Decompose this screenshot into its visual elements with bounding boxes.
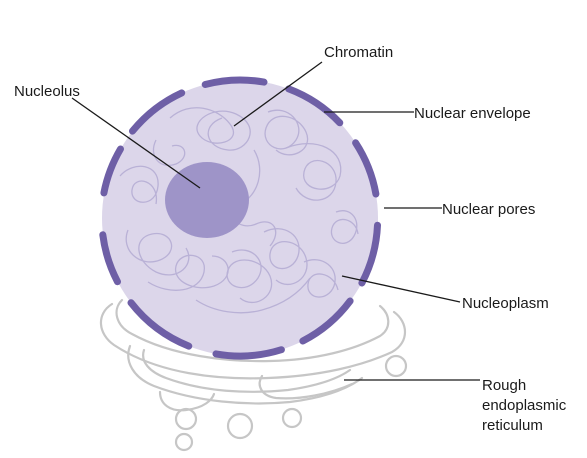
er-vesicle bbox=[174, 432, 194, 452]
nucleolus-leader bbox=[71, 97, 201, 189]
chromatin-strand bbox=[195, 277, 311, 314]
nuclear-envelope bbox=[99, 76, 381, 360]
nucleoplasm-leader bbox=[341, 275, 461, 303]
chromatin-strand bbox=[285, 143, 342, 201]
chromatin-strand bbox=[303, 259, 339, 298]
chromatin-strands bbox=[119, 107, 359, 314]
er-cisterna bbox=[258, 374, 354, 400]
rough-er-label-line3: reticulum bbox=[482, 417, 543, 434]
envelope-segment bbox=[352, 139, 380, 198]
envelope-segment bbox=[100, 145, 124, 197]
chromatin-strand bbox=[169, 107, 251, 151]
chromatin-strand bbox=[263, 228, 308, 286]
envelope-segment bbox=[358, 221, 381, 287]
chromatin-strand bbox=[226, 249, 273, 304]
envelope-segment bbox=[299, 297, 354, 345]
nuclear-pores-label: Nuclear pores bbox=[442, 201, 535, 218]
nucleoplasm-label: Nucleoplasm bbox=[462, 295, 549, 312]
envelope-segment bbox=[129, 89, 186, 135]
leader-lines bbox=[71, 61, 480, 381]
chromatin-strand bbox=[125, 229, 190, 276]
envelope-segment bbox=[285, 85, 344, 127]
chromatin-strand bbox=[264, 109, 309, 156]
chromatin-label: Chromatin bbox=[324, 44, 393, 61]
chromatin-strand bbox=[119, 165, 159, 205]
er-vesicle bbox=[281, 407, 303, 429]
er-cisterna bbox=[115, 298, 390, 363]
rough-endoplasmic-reticulum bbox=[99, 298, 408, 452]
rough-er-label-line1: Rough bbox=[482, 377, 526, 394]
er-vesicle bbox=[174, 407, 198, 431]
chromatin-leader bbox=[233, 61, 323, 127]
er-vesicle bbox=[384, 354, 408, 378]
labels: Nucleolus Chromatin Nuclear envelope Nuc… bbox=[14, 44, 567, 434]
chromatin-strand bbox=[152, 139, 186, 166]
rough-er-label-line2: endoplasmic bbox=[482, 397, 567, 414]
chromatin-strand bbox=[330, 210, 359, 244]
envelope-segment bbox=[99, 231, 121, 286]
envelope-segment bbox=[127, 299, 193, 350]
er-cisterna bbox=[142, 348, 352, 393]
er-cisterna bbox=[127, 344, 364, 405]
nucleolus-label: Nucleolus bbox=[14, 83, 80, 100]
envelope-segment bbox=[201, 76, 268, 88]
er-cisterna bbox=[99, 302, 407, 380]
er-vesicle bbox=[226, 412, 254, 440]
envelope-segment bbox=[212, 346, 285, 360]
nuclear-envelope-label: Nuclear envelope bbox=[414, 105, 531, 122]
nucleolus bbox=[165, 162, 249, 238]
